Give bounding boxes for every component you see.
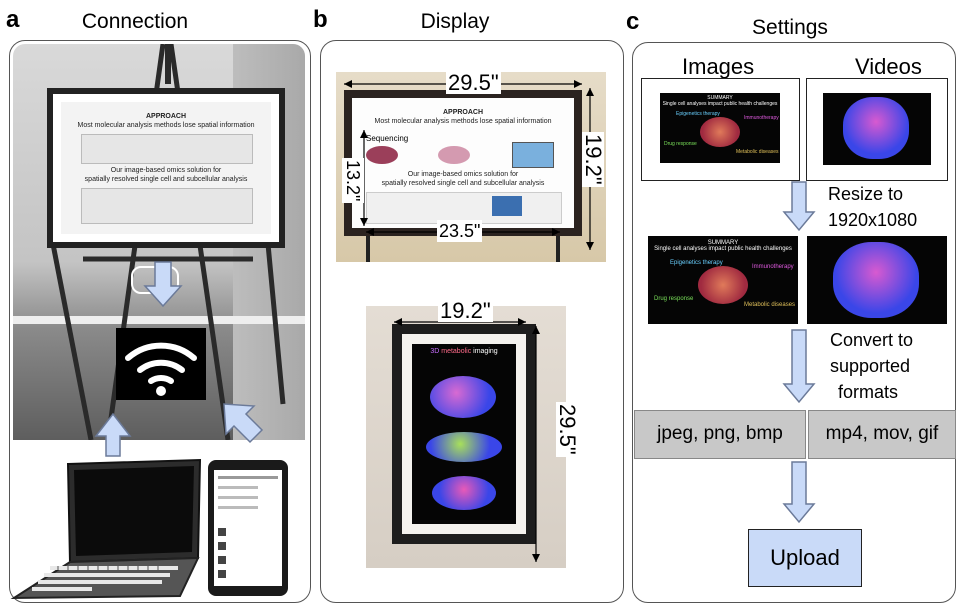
portrait-dimension-lines (394, 318, 540, 562)
landscape-poster-line1: Most molecular analysis methods lose spa… (374, 118, 552, 125)
convert-line1: Convert to (830, 330, 914, 350)
wifi-icon (125, 342, 197, 396)
settings-flow-arrows (782, 181, 816, 524)
wifi-box (116, 328, 206, 400)
portrait-title-imaging: imaging (473, 348, 498, 355)
thumb-subtitle-resized: Single cell analyses impact public healt… (654, 246, 792, 252)
panel-b-letter: b (313, 6, 328, 33)
thumb-title-original: SUMMARY (707, 95, 733, 101)
panel-b-frame (320, 40, 624, 603)
panel-c-frame (632, 42, 956, 603)
thumb-metabolic-original: Metabolic diseases (736, 149, 779, 155)
panel-a-letter: a (6, 6, 20, 33)
video-thumbnail-original (806, 78, 948, 181)
thumb-immuno-resized: Immunotherapy (752, 264, 794, 270)
easel-photo: APPROACH Most molecular analysis methods… (13, 44, 305, 440)
thumb-drug-original: Drug response (664, 141, 697, 147)
landscape-display-frame: APPROACH Most molecular analysis methods… (344, 90, 582, 236)
upload-button[interactable]: Upload (748, 529, 862, 587)
landscape-display-photo: APPROACH Most molecular analysis methods… (336, 72, 606, 262)
landscape-display-screen: APPROACH Most molecular analysis methods… (352, 98, 574, 228)
panel-b-title: Display (420, 10, 490, 33)
easel-poster-line3: spatially resolved single cell and subce… (84, 176, 248, 183)
landscape-inner-height-label: 13.2" (342, 158, 364, 204)
connection-arrows (94, 261, 264, 457)
cell-render-2 (426, 432, 502, 462)
convert-line3: formats (838, 382, 899, 402)
thumb-epi-original: Epigenetics therapy (676, 111, 720, 117)
landscape-poster-line2: Our image-based omics solution for (407, 171, 519, 178)
portrait-title-metabolic: metabolic (441, 348, 472, 355)
portrait-display-screen: 3D metabolic imaging (412, 344, 516, 524)
laptop-icon (10, 458, 202, 600)
easel-poster-line1: Most molecular analysis methods lose spa… (77, 122, 255, 129)
video-thumbnail-resized (807, 236, 947, 324)
portrait-display-frame: 3D metabolic imaging (392, 324, 536, 544)
resize-line1: Resize to (828, 184, 904, 204)
video-formats-box: mp4, mov, gif (808, 410, 956, 459)
tablet-icon (208, 460, 288, 596)
thumb-immuno-original: Immunotherapy (744, 115, 779, 121)
easel-poster-line2: Our image-based omics solution for (110, 167, 222, 174)
landscape-poster-heading: APPROACH (442, 109, 484, 116)
image-thumbnail-original: SUMMARY Single cell analyses impact publ… (641, 78, 800, 181)
thumb-title-resized: SUMMARY (707, 240, 739, 246)
images-label: Images (682, 54, 755, 79)
image-formats-box: jpeg, png, bmp (634, 410, 806, 459)
landscape-width-label: 29.5" (446, 70, 501, 95)
portrait-height-label: 29.5" (555, 402, 580, 457)
arrow-diagonal-from-tablet (223, 403, 264, 444)
arrow-convert (782, 329, 816, 404)
thumb-epi-resized: Epigenetics therapy (670, 260, 723, 266)
arrow-resize (782, 181, 816, 232)
portrait-width-label: 19.2" (438, 298, 493, 323)
landscape-poster-seq: Sequencing (366, 134, 409, 143)
tablet-screen (214, 470, 282, 586)
convert-line2: supported (830, 356, 911, 376)
landscape-poster-line3: spatially resolved single cell and subce… (381, 180, 545, 187)
landscape-outer-height-label: 19.2" (581, 132, 606, 187)
thumb-subtitle-original: Single cell analyses impact public healt… (662, 101, 778, 107)
panel-c-letter: c (626, 8, 640, 35)
cell-render-1 (430, 376, 496, 418)
arrow-down-to-wifi (143, 261, 183, 308)
easel-poster-heading: APPROACH (145, 113, 187, 120)
portrait-display-photo: 3D metabolic imaging (366, 306, 566, 568)
easel-poster-frame: APPROACH Most molecular analysis methods… (47, 88, 285, 248)
image-thumbnail-resized: SUMMARY Single cell analyses impact publ… (648, 236, 798, 324)
arrow-up-from-laptop (94, 412, 132, 457)
videos-label: Videos (855, 54, 922, 79)
panel-a-title: Connection (81, 10, 189, 33)
thumb-metabolic-resized: Metabolic diseases (744, 302, 796, 308)
resize-line2: 1920x1080 (828, 210, 918, 230)
thumb-drug-resized: Drug response (654, 296, 694, 302)
panel-a-frame (9, 40, 311, 603)
arrow-upload (782, 461, 816, 524)
panel-c-title: Settings (752, 16, 828, 39)
portrait-title-3d: 3D (430, 348, 440, 355)
landscape-inner-width-label: 23.5" (437, 220, 483, 242)
easel-poster: APPROACH Most molecular analysis methods… (61, 102, 271, 234)
cell-render-3 (432, 476, 496, 510)
